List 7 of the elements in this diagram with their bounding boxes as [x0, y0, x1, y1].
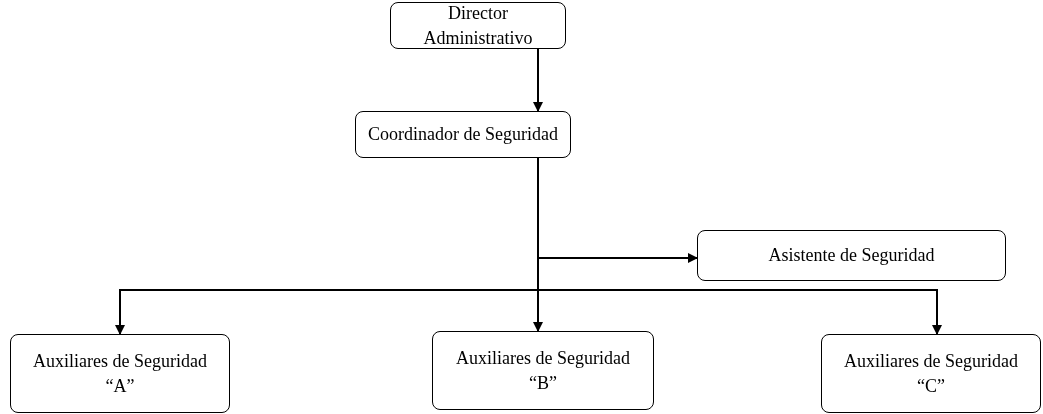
- arrow: [533, 48, 543, 112]
- org-box: Auxiliares de Seguridad “A”: [10, 334, 230, 413]
- org-box: Director Administrativo: [390, 2, 566, 49]
- org-box: Auxiliares de Seguridad “B”: [432, 331, 654, 410]
- org-box: Auxiliares de Seguridad “C”: [821, 334, 1041, 413]
- org-box: Asistente de Seguridad: [697, 230, 1006, 281]
- org-box: Coordinador de Seguridad: [355, 111, 571, 158]
